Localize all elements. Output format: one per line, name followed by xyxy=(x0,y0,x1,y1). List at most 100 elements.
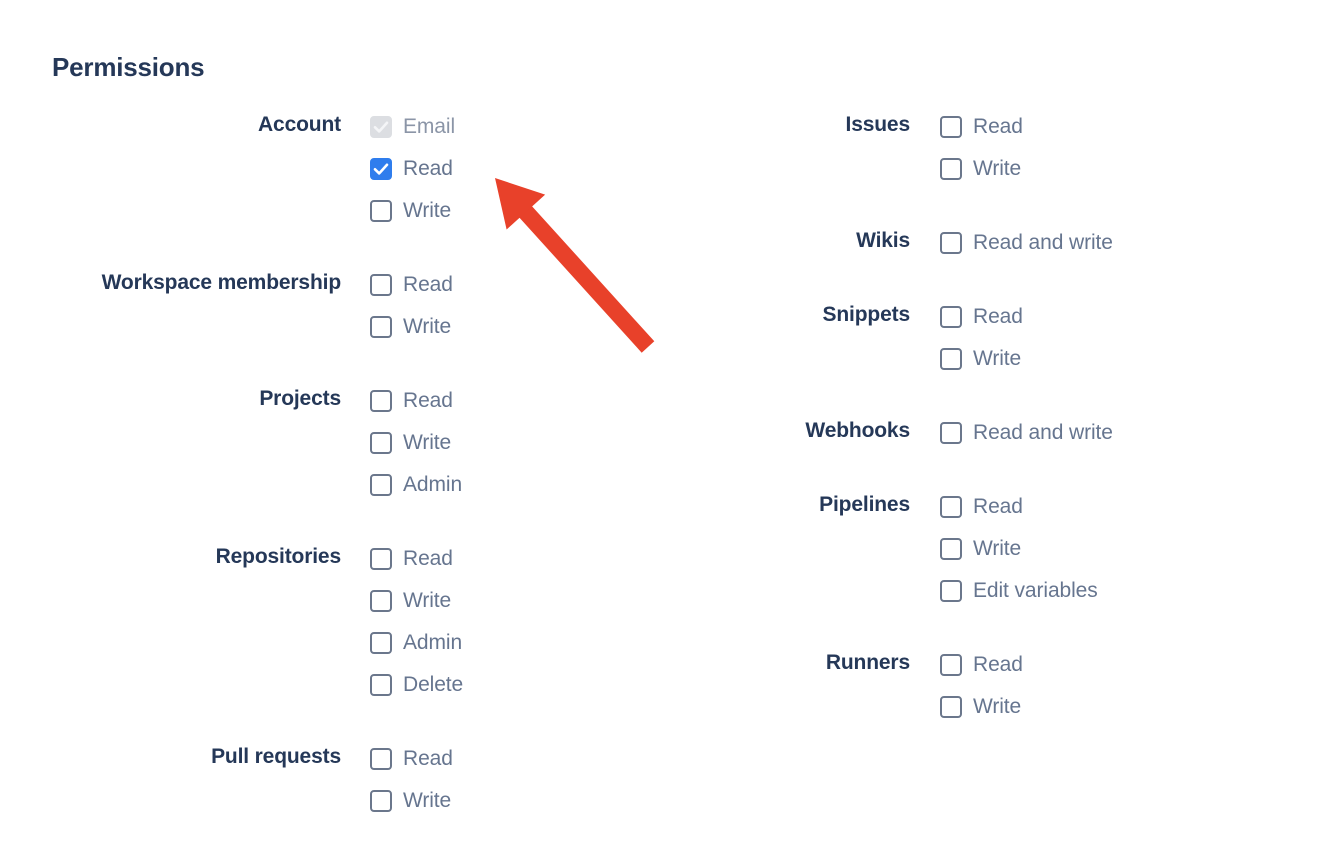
permission-option-label[interactable]: Email xyxy=(403,115,456,138)
permission-option-label[interactable]: Read xyxy=(403,747,453,770)
permission-option-row[interactable]: Edit variables xyxy=(940,570,1310,612)
permission-group: Webhooks Read and write xyxy=(610,412,1310,454)
permission-group-label: Wikis xyxy=(856,229,910,252)
permission-option-label[interactable]: Write xyxy=(403,199,452,222)
permission-option-row[interactable]: Read xyxy=(370,148,660,190)
permission-option-row[interactable]: Read xyxy=(370,264,660,306)
permission-option-row[interactable]: Write xyxy=(940,686,1310,728)
checkbox-unchecked-icon[interactable] xyxy=(940,496,962,518)
permission-option-label[interactable]: Admin xyxy=(403,473,463,496)
page-title: Permissions xyxy=(52,52,205,82)
permission-option-row[interactable]: Admin xyxy=(370,622,660,664)
permission-option-row[interactable]: Read and write xyxy=(940,412,1310,454)
permission-option-label[interactable]: Edit variables xyxy=(973,579,1098,602)
permission-option-row[interactable]: Write xyxy=(370,422,660,464)
permission-option-row[interactable]: Read xyxy=(940,296,1310,338)
permission-option-label[interactable]: Write xyxy=(403,431,452,454)
checkbox-unchecked-icon[interactable] xyxy=(370,274,392,296)
permission-option-label[interactable]: Read xyxy=(403,273,453,296)
permission-option-row[interactable]: Admin xyxy=(370,464,660,506)
permission-option-row[interactable]: Read xyxy=(940,106,1310,148)
checkbox-unchecked-icon[interactable] xyxy=(370,316,392,338)
permission-group-label: Workspace membership xyxy=(101,271,342,294)
permission-option-label[interactable]: Read xyxy=(403,389,453,412)
permission-option-row[interactable]: Write xyxy=(940,148,1310,190)
checkbox-unchecked-icon[interactable] xyxy=(370,790,392,812)
permission-option-label[interactable]: Read xyxy=(973,115,1023,138)
permission-option-row[interactable]: Write xyxy=(370,306,660,348)
permission-option-label[interactable]: Read and write xyxy=(973,421,1113,444)
permission-option-label[interactable]: Write xyxy=(973,347,1022,370)
checkbox-unchecked-icon[interactable] xyxy=(370,474,392,496)
permission-option-label[interactable]: Write xyxy=(403,789,452,812)
permission-option-row[interactable]: Read xyxy=(370,380,660,422)
checkbox-unchecked-icon[interactable] xyxy=(940,580,962,602)
permission-group: Wikis Read and write xyxy=(610,222,1310,264)
permission-option-label[interactable]: Write xyxy=(973,695,1022,718)
checkbox-unchecked-icon[interactable] xyxy=(370,200,392,222)
permission-option-label[interactable]: Write xyxy=(973,537,1022,560)
permission-group-label: Snippets xyxy=(822,303,911,326)
permission-option-row[interactable]: Read and write xyxy=(940,222,1310,264)
checkbox-unchecked-icon[interactable] xyxy=(940,538,962,560)
permission-group-label: Runners xyxy=(825,651,910,674)
permission-option-row[interactable]: Read xyxy=(940,486,1310,528)
permission-option-row[interactable]: Write xyxy=(370,190,660,232)
permission-option-row[interactable]: Write xyxy=(940,528,1310,570)
checkbox-unchecked-icon[interactable] xyxy=(370,590,392,612)
checkbox-checked-icon[interactable] xyxy=(370,158,392,180)
checkbox-unchecked-icon[interactable] xyxy=(370,674,392,696)
checkbox-unchecked-icon[interactable] xyxy=(940,232,962,254)
checkbox-unchecked-icon[interactable] xyxy=(940,158,962,180)
permission-option-label[interactable]: Read xyxy=(973,305,1023,328)
permission-option-row[interactable]: Delete xyxy=(370,664,660,706)
permission-option-row[interactable]: Read xyxy=(940,644,1310,686)
permission-group-label: Repositories xyxy=(215,545,342,568)
permission-option-row[interactable]: Write xyxy=(370,780,660,822)
permission-option-label[interactable]: Read xyxy=(973,653,1023,676)
permission-option-row[interactable]: Write xyxy=(940,338,1310,380)
permission-option-label[interactable]: Write xyxy=(973,157,1022,180)
permission-group-label: Issues xyxy=(845,113,911,136)
permission-option-row[interactable]: Email xyxy=(370,106,660,148)
permission-option-label[interactable]: Admin xyxy=(403,631,463,654)
checkbox-disabled-checked-icon xyxy=(370,116,392,138)
checkbox-unchecked-icon[interactable] xyxy=(940,422,962,444)
checkbox-unchecked-icon[interactable] xyxy=(940,306,962,328)
checkbox-unchecked-icon[interactable] xyxy=(370,748,392,770)
permission-option-row[interactable]: Write xyxy=(370,580,660,622)
checkbox-unchecked-icon[interactable] xyxy=(370,632,392,654)
checkbox-unchecked-icon[interactable] xyxy=(370,548,392,570)
permission-option-label[interactable]: Read xyxy=(973,495,1023,518)
permission-group-label: Projects xyxy=(259,387,341,410)
permission-option-label[interactable]: Read xyxy=(403,157,453,180)
checkbox-unchecked-icon[interactable] xyxy=(940,116,962,138)
checkbox-unchecked-icon[interactable] xyxy=(940,696,962,718)
permission-option-row[interactable]: Read xyxy=(370,538,660,580)
permission-group-label: Webhooks xyxy=(805,419,910,442)
permission-option-label[interactable]: Read xyxy=(403,547,453,570)
permission-option-label[interactable]: Write xyxy=(403,315,452,338)
permission-option-label[interactable]: Write xyxy=(403,589,452,612)
checkbox-unchecked-icon[interactable] xyxy=(940,654,962,676)
checkbox-unchecked-icon[interactable] xyxy=(370,390,392,412)
permission-option-label[interactable]: Read and write xyxy=(973,231,1113,254)
checkbox-unchecked-icon[interactable] xyxy=(370,432,392,454)
permission-option-label[interactable]: Delete xyxy=(403,673,464,696)
permission-option-row[interactable]: Read xyxy=(370,738,660,780)
checkbox-unchecked-icon[interactable] xyxy=(940,348,962,370)
